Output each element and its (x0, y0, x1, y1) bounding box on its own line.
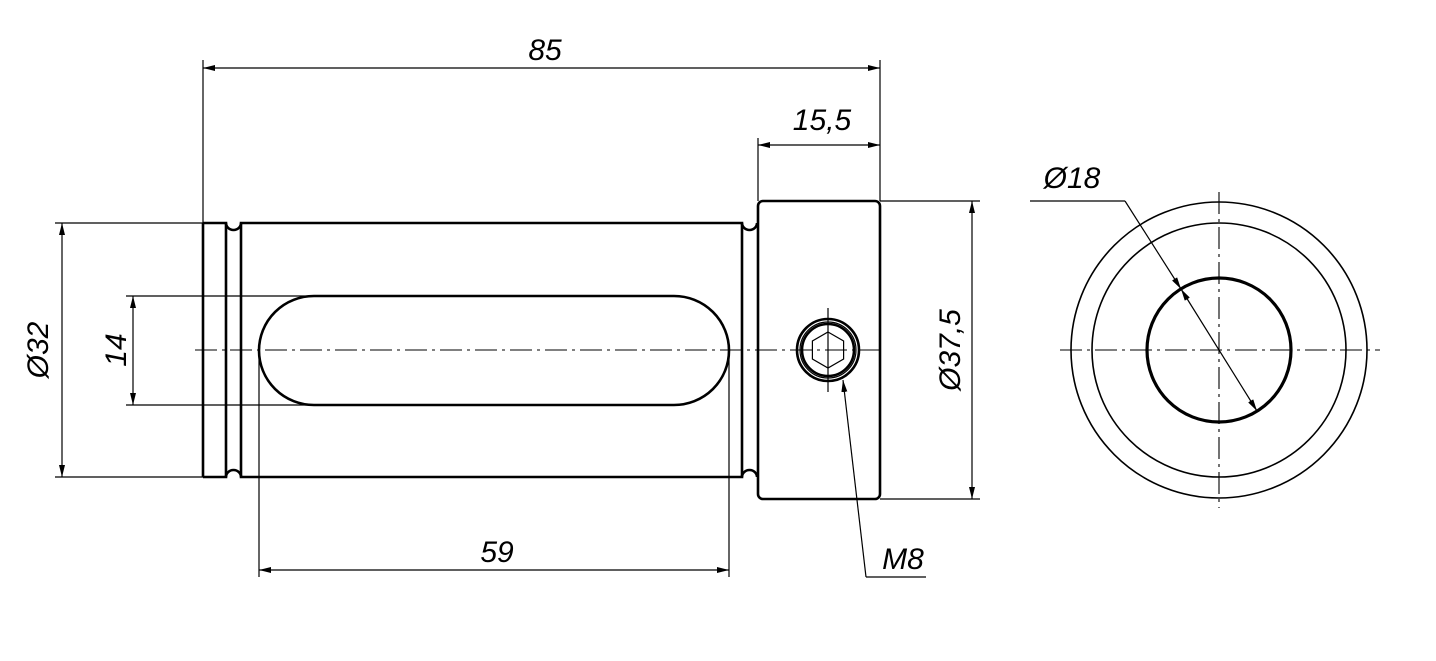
dim-collar-length: 15,5 (757, 104, 880, 201)
svg-text:Ø37,5: Ø37,5 (934, 309, 967, 392)
dim-screw-thread: M8 (841, 379, 926, 578)
svg-text:15,5: 15,5 (793, 104, 852, 137)
svg-text:85: 85 (528, 34, 562, 67)
dim-bore-diameter: Ø18 (1030, 162, 1258, 412)
svg-text:59: 59 (480, 536, 514, 569)
slot (257, 294, 731, 407)
dim-slot-width: 14 (100, 295, 314, 406)
svg-text:M8: M8 (882, 543, 924, 576)
svg-text:14: 14 (100, 333, 133, 366)
dim-shaft-diameter: Ø32 (22, 222, 203, 478)
dim-overall-length: 85 (202, 34, 881, 223)
end-view (1060, 192, 1380, 508)
svg-text:Ø32: Ø32 (22, 321, 55, 379)
dim-slot-length: 59 (258, 350, 730, 577)
dim-collar-diameter: Ø37,5 (880, 200, 980, 500)
svg-text:Ø18: Ø18 (1043, 162, 1101, 195)
